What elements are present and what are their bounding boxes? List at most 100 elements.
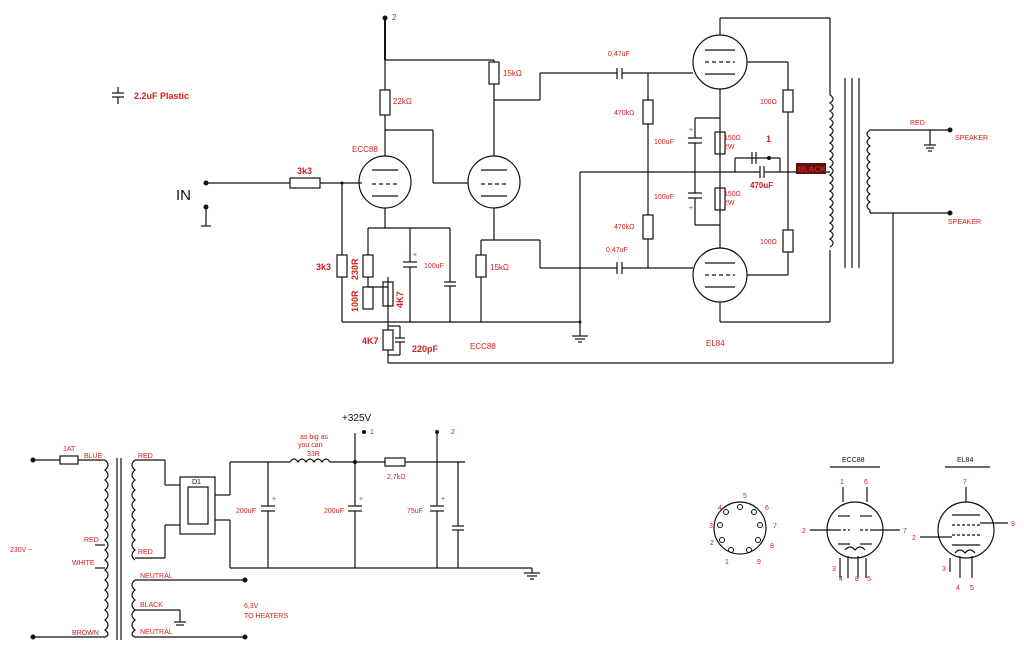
fuse-1at: [59, 455, 79, 465]
resistor-22k-label: 22kΩ: [393, 97, 412, 106]
resistor-15k-bottom: [475, 254, 487, 278]
ecc88-pin-label: 3: [832, 566, 836, 573]
fuse-label: 1AT: [63, 446, 76, 453]
svg-text:+: +: [359, 496, 363, 503]
black-tag: [796, 163, 826, 174]
svg-text:+: +: [689, 127, 693, 134]
resistor-22k: [379, 89, 391, 116]
choke-note-2: you can: [298, 442, 323, 449]
speaker-terminal-a: [947, 127, 953, 133]
tube-ecc88-1-label: ECC88: [352, 145, 378, 154]
socket-pin-label: 7: [773, 523, 777, 530]
black-tag-label: BLACK: [798, 165, 826, 174]
cap-200uf-a-label: 200uF: [236, 508, 256, 515]
resistor-150-top-value: 150Ω: [724, 135, 741, 142]
svg-text:+: +: [413, 252, 417, 259]
resistor-100-top: [782, 89, 794, 113]
input-label: IN: [176, 187, 191, 204]
heater-voltage-label: 6,3V: [244, 603, 259, 610]
cap-047-bottom-label: 0,47uF: [606, 247, 628, 254]
power-transformer-hv-secondary: [131, 459, 136, 561]
choke-33r-label: 33R: [307, 451, 320, 458]
resistor-4k7-cathode: [382, 281, 394, 307]
resistor-input-label: 3k3: [297, 166, 312, 176]
resistor-15k-bottom-label: 15kΩ: [490, 263, 509, 272]
tube-el84-label: EL84: [706, 339, 725, 348]
sec-red-a-label: RED: [138, 453, 153, 460]
resistor-100r: [362, 286, 374, 310]
svg-text:+: +: [689, 205, 693, 212]
cap-100uf-b-label: 100uF: [654, 194, 674, 201]
speaker-a-label: SPEAKER: [955, 135, 988, 142]
resistor-150-bottom-value: 150Ω: [724, 191, 741, 198]
socket-pin-label: 3: [709, 523, 713, 530]
ecc88-pin-label: 2: [802, 528, 806, 535]
resistor-230r-label: 230R: [350, 258, 360, 280]
rectifier-d1-label: D1: [192, 479, 201, 486]
el84-pin-label: 7: [963, 479, 967, 486]
speaker-terminal-b: [947, 210, 953, 216]
cap-047-top-label: 0,47uF: [608, 51, 630, 58]
socket-pin-label: 4: [718, 505, 722, 512]
ecc88-pinout-title: ECC88: [842, 457, 865, 464]
resistor-4k7-feedback-label: 4K7: [362, 336, 379, 346]
el84-pin-label: 3: [942, 566, 946, 573]
resistor-150-top-watt: 2W: [724, 144, 735, 151]
resistor-grid-label: 3k3: [316, 262, 331, 272]
node-2-top-label: 2: [392, 13, 397, 22]
el84-pin-label: 2: [912, 535, 916, 542]
wire-red-primary-label: RED: [84, 537, 99, 544]
noval-socket: [713, 501, 767, 555]
cap-200uf-b-label: 200uF: [324, 508, 344, 515]
resistor-2k7-label: 2,7kΩ: [387, 474, 405, 481]
node-1-label: 1: [766, 134, 771, 144]
resistor-470k-top-label: 470kΩ: [614, 110, 634, 117]
cap-75uf-label: 75uF: [407, 508, 423, 515]
output-transformer-primary: [828, 94, 834, 248]
resistor-15k-top-label: 15kΩ: [503, 69, 522, 78]
psu-node-2-label: 2: [451, 429, 455, 436]
resistor-150-bottom: [714, 187, 726, 211]
socket-pin-label: 5: [743, 493, 747, 500]
resistor-2k7: [384, 457, 406, 467]
cap-legend-symbol: [112, 87, 124, 104]
heater-terminal-b: [242, 634, 248, 640]
tube-ecc88-2: [467, 155, 521, 209]
wire-blue-label: BLUE: [84, 453, 103, 460]
ecc88-pin-label: 7: [903, 528, 907, 535]
psu-node-1-label: 1: [370, 429, 374, 436]
cap-legend-label: 2.2uF Plastic: [134, 91, 189, 101]
socket-pin-label: 1: [725, 559, 729, 566]
resistor-input-3k3: [289, 177, 321, 189]
wire-white-label: WHITE: [72, 560, 95, 567]
sec-neutral-b-label: NEUTRAL: [140, 629, 173, 636]
choke-33r: [289, 458, 331, 464]
tube-ecc88-2-label: ECC88: [470, 342, 496, 351]
resistor-150-bottom-watt: 2W: [724, 200, 735, 207]
el84-pin-label: 9: [1011, 521, 1015, 528]
ecc88-pin-label: 8: [855, 576, 859, 583]
sec-black-label: BLACK: [140, 602, 163, 609]
heater-terminal-a: [242, 577, 248, 583]
socket-pin-label: 9: [757, 559, 761, 566]
ecc88-pin-label: 4: [839, 576, 843, 583]
sec-neutral-a-label: NEUTRAL: [140, 573, 173, 580]
speaker-b-label: SPEAKER: [948, 219, 981, 226]
resistor-100-top-label: 100Ω: [760, 99, 777, 106]
rectifier-d1: [179, 476, 216, 535]
resistor-470k-bottom: [642, 214, 654, 240]
el84-pinout: [920, 487, 1008, 578]
ecc88-pin-label: 1: [840, 479, 844, 486]
resistor-150-top: [714, 131, 726, 155]
cap-100uf-cathode-label: 100uF: [424, 263, 444, 270]
svg-text:+: +: [441, 496, 445, 503]
cap-470uf-label: 470uF: [750, 181, 773, 190]
ecc88-pin-label: 5: [867, 576, 871, 583]
resistor-470k-bottom-label: 470kΩ: [614, 224, 634, 231]
tube-ecc88-1: [358, 155, 412, 209]
resistor-470k-top: [642, 99, 654, 125]
resistor-230r: [362, 254, 374, 278]
sec-red-b-label: RED: [138, 549, 153, 556]
socket-pin-label: 6: [765, 505, 769, 512]
